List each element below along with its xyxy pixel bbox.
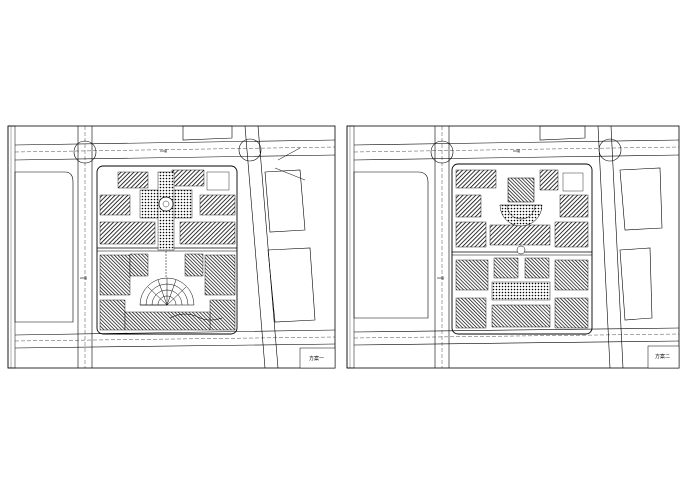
- sheet-1-road-label-top: XX路: [160, 149, 168, 153]
- sheet-1-title-block: [299, 347, 336, 369]
- sheet-1-parcel-east: [264, 169, 306, 233]
- sheet-2-title-block: [647, 345, 680, 369]
- sheet-1-site-boundary: [96, 165, 238, 335]
- sheet-2-roads: [353, 125, 680, 369]
- sheet-2-south-buildings: [455, 257, 589, 329]
- sheet-1-fan-plaza: [139, 277, 195, 306]
- sheet-2-courtyard: [491, 281, 551, 301]
- sheet-scheme-1: [7, 125, 336, 369]
- sheet-2-road-label-top: XX路: [513, 149, 521, 153]
- sheet-1-north-plaza: [158, 196, 174, 212]
- sheet-2-title-text: 方案二: [655, 354, 671, 360]
- sheet-1-parcel-west: [14, 171, 74, 323]
- sheet-2-road-label-side: XX路: [437, 276, 445, 280]
- sheet-scheme-2: [346, 125, 680, 369]
- sheet-1-landscape-path: [169, 313, 223, 321]
- sheet-2-north-buildings: [455, 169, 589, 248]
- sheet-1-south-buildings: [99, 253, 236, 331]
- sheet-2-node: [516, 245, 526, 255]
- sheet-1-north-buildings: [99, 169, 236, 245]
- sheet-1-road-label-side: XX路: [80, 276, 88, 280]
- sheet-2-site-boundary: [451, 163, 593, 335]
- sheet-2-parcel-west: [353, 171, 429, 319]
- sheet-2-parcel-east: [619, 247, 653, 321]
- sheet-1-roads: [14, 125, 336, 369]
- sheet-1-parcel-north: [182, 125, 233, 141]
- sheet-1-title-text: 方案一: [309, 356, 325, 362]
- sheet-2-semicircle-plaza: [499, 177, 543, 227]
- sheet-2-frame: [346, 125, 680, 369]
